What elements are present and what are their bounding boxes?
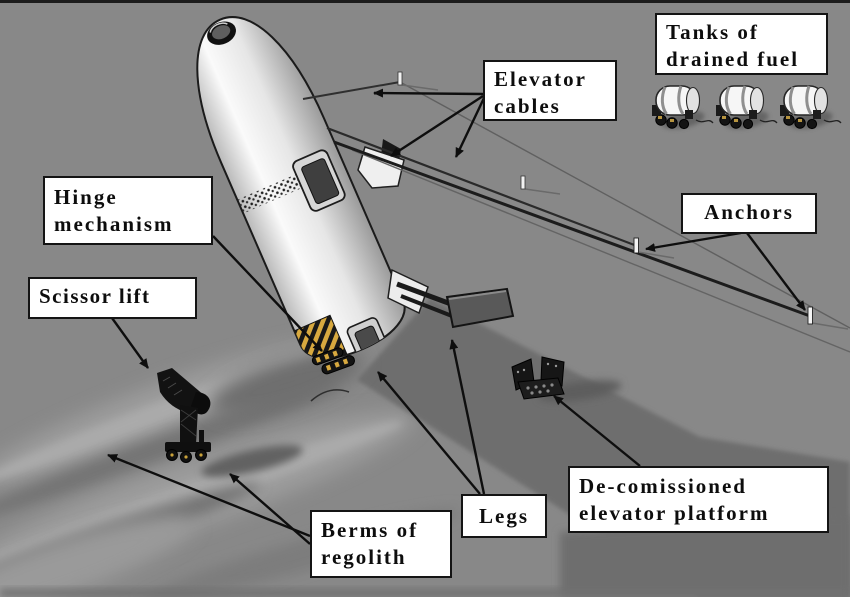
bottom-edge-shade bbox=[0, 589, 850, 597]
landing-feet bbox=[311, 347, 355, 375]
ground-scuff-arc bbox=[310, 389, 350, 402]
elevator-platform bbox=[511, 356, 565, 400]
label-text: drained fuel bbox=[666, 47, 800, 72]
arrow-leg-2 bbox=[449, 339, 486, 495]
arrow-elevator-cable-2 bbox=[390, 94, 484, 158]
label-text: Scissor lift bbox=[39, 284, 151, 308]
tile-band bbox=[238, 174, 302, 214]
anchor-stake-left bbox=[633, 237, 639, 254]
scissor-lift-shadow bbox=[201, 445, 303, 477]
label-legs: Legs bbox=[461, 494, 547, 538]
callout-arrows bbox=[107, 88, 806, 545]
arrow-hinge bbox=[212, 235, 323, 352]
cable-stake-2 bbox=[520, 175, 526, 190]
scissor-lift bbox=[157, 368, 211, 463]
arrow-leg-1 bbox=[377, 371, 481, 495]
leg-strut-2 bbox=[400, 294, 453, 318]
cable-stake-1 bbox=[397, 71, 403, 86]
label-text: mechanism bbox=[54, 212, 174, 237]
arrow-scissor-lift bbox=[111, 317, 149, 369]
payload-door-opening bbox=[301, 158, 340, 204]
label-scissor-lift: Scissor lift bbox=[28, 277, 197, 319]
label-anchors: Anchors bbox=[681, 193, 817, 234]
arrow-elevator-cable-1 bbox=[373, 88, 484, 98]
label-text: Legs bbox=[479, 504, 529, 528]
label-text: Elevator bbox=[494, 67, 587, 91]
label-text: Anchors bbox=[704, 200, 794, 224]
nose-docking-port bbox=[212, 25, 231, 40]
label-text: cables bbox=[494, 94, 561, 119]
leg-plate-edge bbox=[448, 290, 507, 300]
cable-stakes bbox=[397, 71, 849, 330]
label-text: Tanks of bbox=[666, 20, 759, 44]
label-text: Hinge bbox=[54, 185, 118, 209]
label-elevator-cables: Elevator cables bbox=[483, 60, 617, 121]
arrow-anchor-left bbox=[645, 231, 742, 252]
fuel-tank-row bbox=[652, 86, 841, 132]
berm-ridges bbox=[0, 341, 459, 597]
arrow-platform bbox=[553, 395, 641, 467]
nose-highlight bbox=[209, 22, 228, 33]
cable-long-2 bbox=[351, 149, 850, 353]
cable-to-left-anchor bbox=[326, 126, 638, 248]
arrow-anchor-right bbox=[746, 232, 806, 311]
cable-nose bbox=[302, 81, 401, 100]
leg-plate bbox=[445, 287, 515, 329]
label-berms-of-regolith: Berms of regolith bbox=[310, 510, 452, 578]
label-tanks-of-drained-fuel: Tanks of drained fuel bbox=[655, 13, 828, 75]
label-text: Berms of bbox=[321, 518, 419, 542]
arrow-berm-2 bbox=[229, 473, 311, 545]
arrow-berm-1 bbox=[107, 453, 311, 538]
label-text: regolith bbox=[321, 545, 407, 570]
label-text: De-comissioned bbox=[579, 474, 747, 498]
anchor-stake-right bbox=[807, 306, 813, 325]
arrow-elevator-cable-3 bbox=[454, 97, 486, 158]
cable-to-right-anchor bbox=[333, 140, 811, 318]
top-edge bbox=[0, 0, 850, 3]
aft-legs bbox=[387, 268, 515, 329]
label-text: elevator platform bbox=[579, 501, 770, 526]
label-hinge-mechanism: Hinge mechanism bbox=[43, 176, 213, 245]
label-decommissioned-platform: De-comissioned elevator platform bbox=[568, 466, 829, 533]
